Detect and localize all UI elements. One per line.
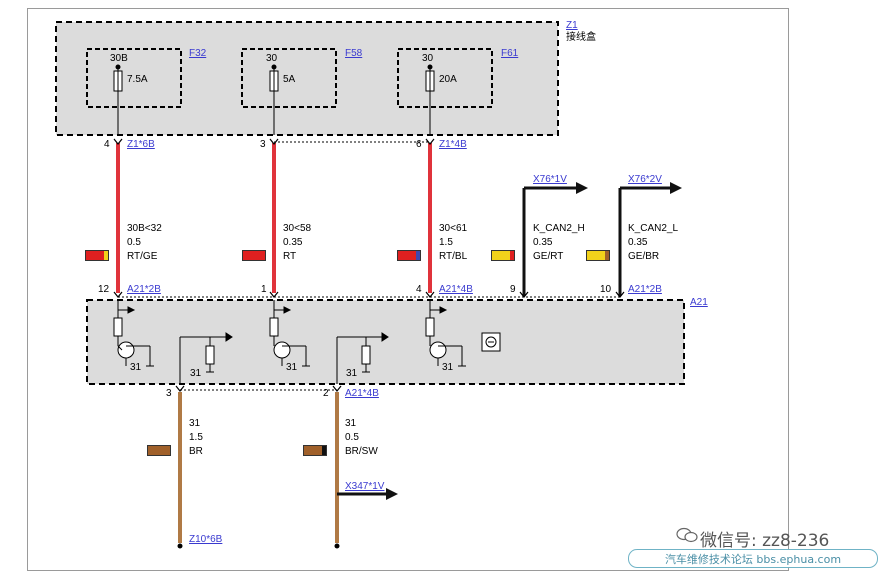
fuse-terminal-f58: 30 (266, 53, 278, 64)
wire-size: 0.35 (283, 237, 303, 248)
microcontroller-icon (481, 332, 501, 352)
wire-color-swatch (85, 250, 109, 261)
z1-pin-label: 4 (104, 139, 110, 150)
ground-label: 31 (346, 368, 358, 379)
wire-color-code: GE/RT (533, 251, 564, 262)
wire-signal: 30<58 (283, 223, 312, 234)
wire-size: 0.5 (345, 432, 359, 443)
ground-label: 31 (442, 362, 454, 373)
wire-color-swatch (586, 250, 610, 261)
z1-module-box (55, 21, 559, 136)
z1-module-id[interactable]: Z1 (566, 20, 578, 31)
z1-connector-label[interactable]: Z1*4B (439, 139, 467, 150)
a21-driver-circuit-3 (425, 300, 466, 367)
fuse-rating-f61: 20A (439, 74, 457, 85)
can-target-label[interactable]: X76*2V (628, 174, 662, 185)
wechat-icon (676, 527, 698, 543)
diagram-frame (27, 8, 789, 571)
fuse-id-f58[interactable]: F58 (345, 48, 363, 59)
wire-color-code: BR (189, 446, 203, 457)
z1-connector-label[interactable]: Z1*6B (127, 139, 155, 150)
a21-connector-label[interactable]: A21*2B (628, 284, 662, 295)
wire-signal: K_CAN2_L (628, 223, 679, 234)
watermark-text: 微信号: zz8-236 (700, 531, 830, 551)
wire-color-code: BR/SW (345, 446, 378, 457)
wire-size: 0.35 (533, 237, 553, 248)
ground-label: 31 (130, 362, 142, 373)
wire-size: 0.5 (127, 237, 141, 248)
z1-module-name: 接线盒 (566, 32, 596, 43)
arrow-x76-1v (576, 182, 588, 194)
wire-color-swatch (147, 445, 171, 456)
wire-size: 1.5 (439, 237, 453, 248)
wire-color-swatch (491, 250, 515, 261)
fuse-symbol-f61 (425, 64, 435, 135)
wire-color-swatch (303, 445, 327, 456)
fuse-terminal-f32: 30B (110, 53, 128, 64)
ground-terminal-2 (334, 543, 340, 549)
a21-pin-label: 1 (261, 284, 267, 295)
a21-bottom-connector-marks (175, 385, 342, 392)
a21-connector-label[interactable]: A21*4B (439, 284, 473, 295)
arrow-x347-1v (386, 488, 398, 500)
wire-color-code: RT/BL (439, 251, 468, 262)
wire-signal: 31 (345, 418, 357, 429)
fuse-id-f61[interactable]: F61 (501, 48, 519, 59)
wire-color-code: RT (283, 251, 297, 262)
fuse-box-f32 (86, 48, 182, 108)
wire-size: 1.5 (189, 432, 203, 443)
a21-pin-label: 10 (600, 284, 612, 295)
a21-ground-circuit-2 (336, 332, 389, 384)
arrow-x76-2v (670, 182, 682, 194)
ground-label: 31 (190, 368, 202, 379)
can-target-label[interactable]: X76*1V (533, 174, 567, 185)
fuse-symbol-f58 (269, 64, 279, 135)
fuse-box-f61 (397, 48, 493, 108)
z1-pin-label: 6 (416, 139, 422, 150)
fuse-symbol-f32 (113, 64, 123, 135)
a21-module-box (86, 299, 685, 385)
fuse-rating-f32: 7.5A (127, 74, 148, 85)
a21-module-id[interactable]: A21 (690, 297, 708, 308)
a21-ground-circuit-1 (179, 332, 233, 384)
ground-target-label[interactable]: Z10*6B (189, 534, 223, 545)
wire-signal: 31 (189, 418, 201, 429)
a21-connector-label[interactable]: A21*2B (127, 284, 161, 295)
ground-terminal-z10 (177, 543, 183, 549)
wire-color-code: GE/BR (628, 251, 660, 262)
fuse-terminal-f61: 30 (422, 53, 434, 64)
wire-color-code: RT/GE (127, 251, 158, 262)
a21-driver-circuit-2 (269, 300, 310, 367)
branch-target-label[interactable]: X347*1V (345, 481, 385, 492)
a21-bottom-connector-label[interactable]: A21*4B (345, 388, 379, 399)
fuse-box-f58 (241, 48, 337, 108)
wire-color-swatch (397, 250, 421, 261)
wire-signal: 30B<32 (127, 223, 162, 234)
fuse-rating-f58: 5A (283, 74, 296, 85)
a21-pin-label: 12 (98, 284, 110, 295)
wire-color-swatch (242, 250, 266, 261)
a21-bottom-pin-label: 3 (166, 388, 172, 399)
a21-pin-label: 9 (510, 284, 516, 295)
fuse-id-f32[interactable]: F32 (189, 48, 207, 59)
watermark-site: 汽车维修技术论坛 bbs.ephua.com (628, 549, 878, 568)
wire-signal: 30<61 (439, 223, 468, 234)
a21-driver-circuit-1 (113, 300, 154, 367)
wire-signal: K_CAN2_H (533, 223, 585, 234)
a21-pin-label: 4 (416, 284, 422, 295)
z1-connector-marks (113, 138, 435, 145)
a21-bottom-pin-label: 2 (323, 388, 329, 399)
a21-connector-marks (113, 291, 625, 298)
ground-label: 31 (286, 362, 298, 373)
wire-size: 0.35 (628, 237, 648, 248)
z1-pin-label: 3 (260, 139, 266, 150)
